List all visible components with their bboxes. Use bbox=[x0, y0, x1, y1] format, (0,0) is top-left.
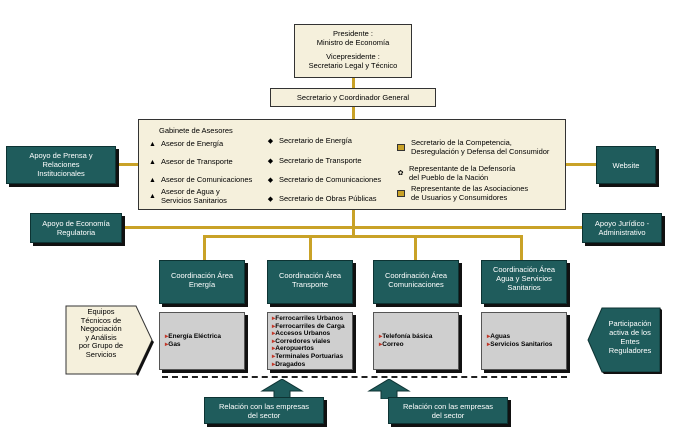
advisor-icon: ▲ bbox=[149, 177, 156, 184]
list-item: Servicios Sanitarios bbox=[487, 341, 566, 349]
press-support-label: Apoyo de Prensa y Relaciones Institucion… bbox=[29, 151, 93, 178]
transport-services-box: Ferrocarriles Urbanos Ferrocarriles de C… bbox=[267, 312, 353, 370]
connector-area-2 bbox=[309, 235, 312, 260]
area-communications-box: Coordinación Área Comunicaciones bbox=[373, 260, 459, 304]
legal-support-label: Apoyo Jurídico - Administrativo bbox=[594, 219, 650, 237]
services-baseline bbox=[162, 376, 567, 378]
advisor-icon: ▲ bbox=[149, 192, 156, 200]
area-title: Coordinación Área Transporte bbox=[278, 271, 342, 289]
secretary-transport: ◆Secretario de Transporte bbox=[267, 156, 362, 165]
economic-support-box: Apoyo de Economía Regulatoria bbox=[30, 213, 122, 243]
secretary-energy: ◆Secretario de Energía bbox=[267, 136, 352, 145]
energy-services-list: Energía Eléctrica Gas bbox=[165, 333, 244, 348]
list-item: Ferrocarriles Urbanos bbox=[272, 315, 352, 323]
relation-label: Relación con las empresas del sector bbox=[402, 402, 494, 420]
area-energy-box: Coordinación Área Energía bbox=[159, 260, 245, 304]
list-item: Aeropuertos bbox=[272, 345, 352, 353]
advisor-transport: ▲Asesor de Transporte bbox=[149, 157, 233, 166]
list-item: Aguas bbox=[487, 333, 566, 341]
communications-services-box: Telefonía básica Correo bbox=[373, 312, 459, 370]
secretary-public-works: ◆Secretario de Obras Públicas bbox=[267, 194, 377, 203]
relation-box-2: Relación con las empresas del sector bbox=[388, 397, 508, 424]
advisor-communications: ▲Asesor de Comunicaciones bbox=[149, 175, 253, 184]
square-icon bbox=[397, 143, 405, 151]
right-arrow-shape bbox=[587, 307, 662, 374]
water-services-list: Aguas Servicios Sanitarios bbox=[487, 333, 566, 348]
up-arrow-icon bbox=[367, 379, 411, 399]
president-box: Presidente : Ministro de Economía Vicepr… bbox=[294, 24, 412, 78]
connector-top-coordinator bbox=[352, 78, 355, 89]
area-title: Coordinación Área Agua y Servicios Sanit… bbox=[492, 265, 556, 292]
consumer-associations-representative: Representante de las Asociaciones de Usu… bbox=[397, 184, 528, 202]
secretary-icon: ◆ bbox=[267, 196, 274, 203]
area-title: Coordinación Área Comunicaciones bbox=[384, 271, 448, 289]
right-arrow-label: Participación activa de los Entes Regula… bbox=[608, 319, 652, 355]
connector-right-website bbox=[566, 163, 598, 166]
connector-areas-bar bbox=[203, 235, 523, 238]
president-label: Presidente : Ministro de Economía bbox=[316, 29, 390, 47]
advisor-icon: ▲ bbox=[149, 159, 156, 166]
connector-left-press bbox=[118, 163, 138, 166]
left-arrow-shape bbox=[65, 305, 154, 376]
list-item: Energía Eléctrica bbox=[165, 333, 244, 341]
connector-area-3 bbox=[414, 235, 417, 260]
connector-area-4 bbox=[520, 235, 523, 260]
cabinet-box: Gabinete de Asesores ▲Asesor de Energía … bbox=[138, 119, 566, 210]
list-item: Corredores viales bbox=[272, 338, 352, 346]
list-item: Ferrocarriles de Carga bbox=[272, 323, 352, 331]
left-arrow-label: Equipos Técnicos de Negociación y Anális… bbox=[78, 307, 124, 359]
list-item: Terminales Portuarias bbox=[272, 353, 352, 361]
connector-support-bar bbox=[120, 226, 584, 229]
cabinet-title: Gabinete de Asesores bbox=[159, 126, 233, 135]
advisor-energy: ▲Asesor de Energía bbox=[149, 139, 224, 148]
website-box: Website bbox=[596, 146, 656, 184]
up-arrow-icon bbox=[260, 379, 304, 399]
area-transport-box: Coordinación Área Transporte bbox=[267, 260, 353, 304]
advisor-water: ▲Asesor de Agua y Servicios Sanitarios bbox=[149, 187, 227, 205]
secretary-icon: ◆ bbox=[267, 177, 274, 184]
relation-label: Relación con las empresas del sector bbox=[218, 402, 310, 420]
list-item: Correo bbox=[379, 341, 458, 349]
list-item: Gas bbox=[165, 341, 244, 349]
relation-box-1: Relación con las empresas del sector bbox=[204, 397, 324, 424]
list-item: Telefonía básica bbox=[379, 333, 458, 341]
advisor-icon: ▲ bbox=[149, 141, 156, 148]
press-support-box: Apoyo de Prensa y Relaciones Institucion… bbox=[6, 146, 116, 184]
connector-coordinator-cabinet bbox=[352, 107, 355, 119]
list-item: Accesos Urbanos bbox=[272, 330, 352, 338]
ombudsman-representative: ✿Representante de la Defensoría del Pueb… bbox=[397, 164, 516, 182]
flower-icon: ✿ bbox=[397, 169, 404, 177]
secretary-icon: ◆ bbox=[267, 138, 274, 145]
coordinator-label: Secretario y Coordinador General bbox=[296, 93, 410, 102]
square-icon bbox=[397, 189, 405, 197]
secretary-icon: ◆ bbox=[267, 158, 274, 165]
area-title: Coordinación Área Energía bbox=[170, 271, 234, 289]
connector-trunk bbox=[352, 210, 355, 235]
communications-services-list: Telefonía básica Correo bbox=[379, 333, 458, 348]
list-item: Dragados bbox=[272, 361, 352, 369]
connector-area-1 bbox=[203, 235, 206, 260]
legal-support-box: Apoyo Jurídico - Administrativo bbox=[582, 213, 662, 243]
vice-president-label: Vicepresidente : Secretario Legal y Técn… bbox=[308, 52, 398, 70]
website-label: Website bbox=[612, 161, 640, 170]
secretary-communications: ◆Secretario de Comunicaciones bbox=[267, 175, 382, 184]
economic-support-label: Apoyo de Economía Regulatoria bbox=[42, 219, 110, 237]
coordinator-box: Secretario y Coordinador General bbox=[270, 88, 436, 107]
competition-secretary: Secretario de la Competencia, Desregulac… bbox=[397, 138, 549, 156]
water-services-box: Aguas Servicios Sanitarios bbox=[481, 312, 567, 370]
energy-services-box: Energía Eléctrica Gas bbox=[159, 312, 245, 370]
transport-services-list: Ferrocarriles Urbanos Ferrocarriles de C… bbox=[272, 315, 352, 368]
area-water-box: Coordinación Área Agua y Servicios Sanit… bbox=[481, 260, 567, 304]
